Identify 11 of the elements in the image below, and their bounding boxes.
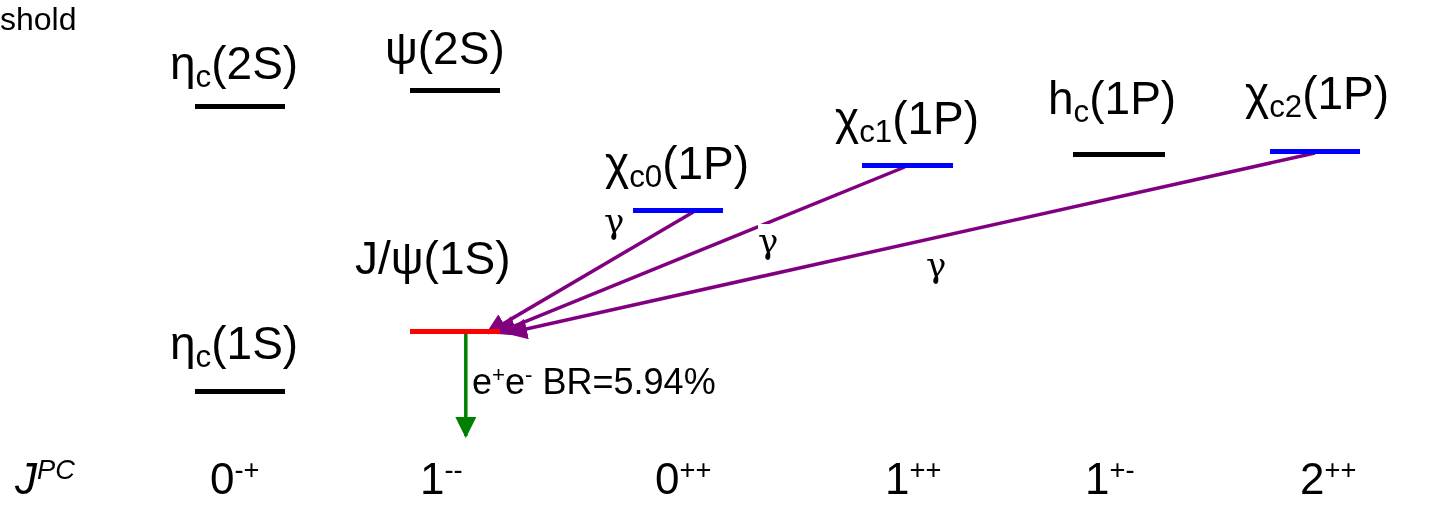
edge-label: γ — [758, 224, 779, 258]
quantum-number-label: 0$^{-+}$ — [210, 455, 260, 504]
quantum-number-label: 0$^{++}$ — [655, 455, 712, 504]
axis-label: J$^{PC}$ — [15, 455, 75, 504]
quantum-number-label: 1$^{+-}$ — [1085, 455, 1135, 504]
cut-off-text: shold — [0, 2, 77, 38]
quantum-number-label: 2$^{++}$ — [1300, 455, 1357, 504]
transition-arrow — [506, 151, 1316, 340]
quantum-number-label: 1$^{--}$ — [420, 455, 463, 504]
transition-arrow — [455, 333, 477, 439]
quantum-number-label: 1$^{++}$ — [885, 455, 942, 504]
